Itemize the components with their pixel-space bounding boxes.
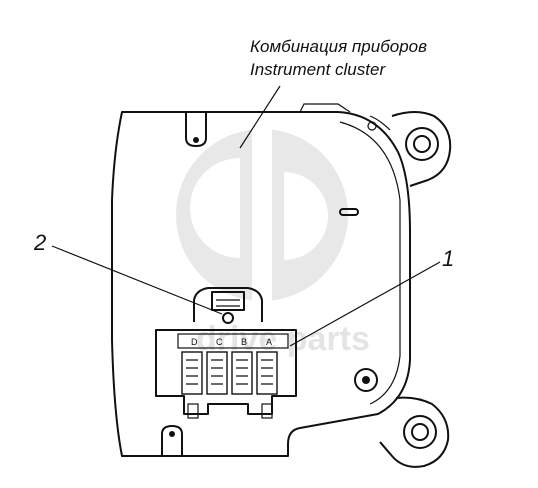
pin-label-a: A [266, 337, 272, 347]
pin-label-d: D [191, 337, 198, 347]
connector-assembly: D C B A [155, 287, 297, 419]
mounting-lug-bottom [379, 396, 450, 468]
caption-russian: Комбинация приборов [250, 37, 427, 56]
screw-boss [354, 368, 378, 392]
leader-line-caption [239, 85, 281, 149]
pin-label-b: B [241, 337, 247, 347]
watermark: drive parts [176, 124, 370, 358]
leader-line-2 [51, 245, 223, 315]
leader-line-1 [289, 261, 441, 347]
connector-contacts [181, 351, 278, 419]
pin-label-c: C [216, 337, 223, 347]
caption-english: Instrument cluster [250, 60, 386, 79]
mounting-lug-top [367, 111, 452, 187]
connector-latch [193, 287, 263, 324]
watermark-logo [176, 124, 348, 306]
bottom-clip [161, 425, 183, 456]
callout-1: 1 [442, 246, 454, 271]
top-clip [185, 112, 207, 147]
callout-2: 2 [33, 230, 46, 255]
indicator-slot [339, 208, 359, 216]
